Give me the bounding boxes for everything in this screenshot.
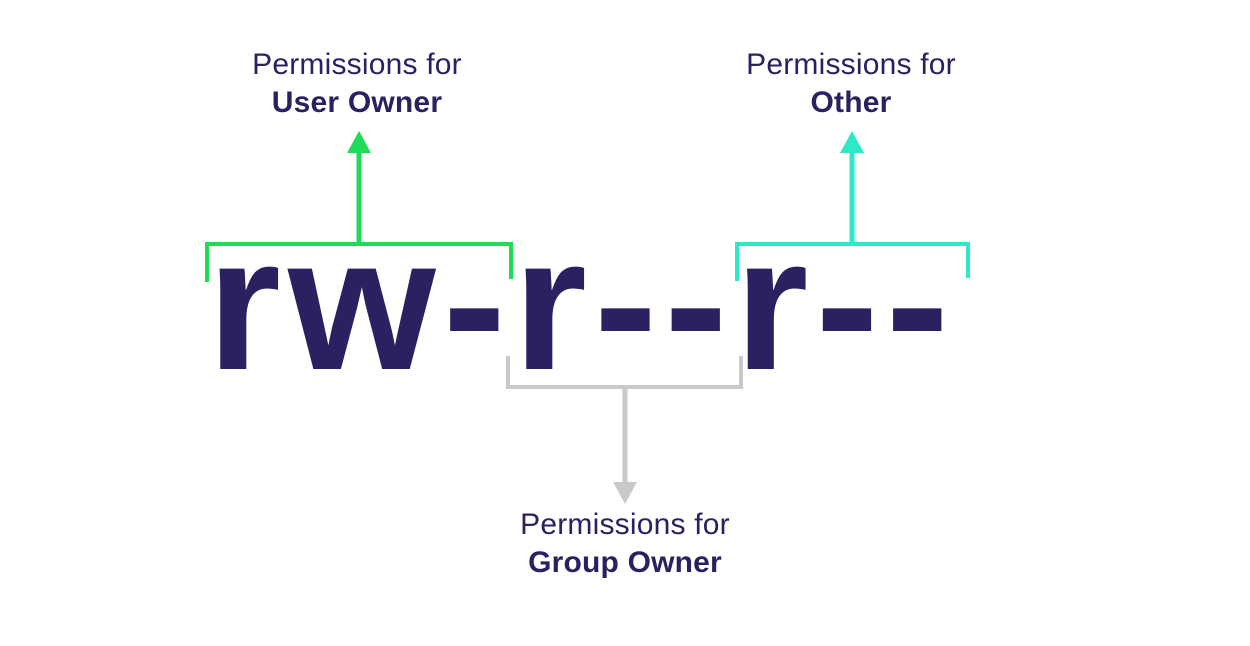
group-owner-label-line1: Permissions for xyxy=(520,508,730,541)
other-label-line1: Permissions for xyxy=(746,48,956,81)
user-owner-label: Permissions for User Owner xyxy=(187,46,527,122)
other-label: Permissions for Other xyxy=(681,46,1021,122)
user-owner-label-line2: User Owner xyxy=(271,86,443,119)
user-owner-label-line1: Permissions for xyxy=(252,48,462,81)
group-owner-label: Permissions for Group Owner xyxy=(455,506,795,582)
user-permissions-text: rw- xyxy=(207,198,513,410)
other-up-arrow-icon xyxy=(840,131,864,153)
group-owner-down-arrow-icon xyxy=(613,482,637,504)
group-owner-label-line2: Group Owner xyxy=(528,546,722,579)
other-label-line2: Other xyxy=(810,86,892,119)
permission-string: rw-r--r-- xyxy=(207,209,956,399)
other-permissions-text: r-- xyxy=(734,198,956,410)
user-owner-up-arrow-icon xyxy=(347,131,371,153)
group-permissions-text: r-- xyxy=(513,198,735,410)
